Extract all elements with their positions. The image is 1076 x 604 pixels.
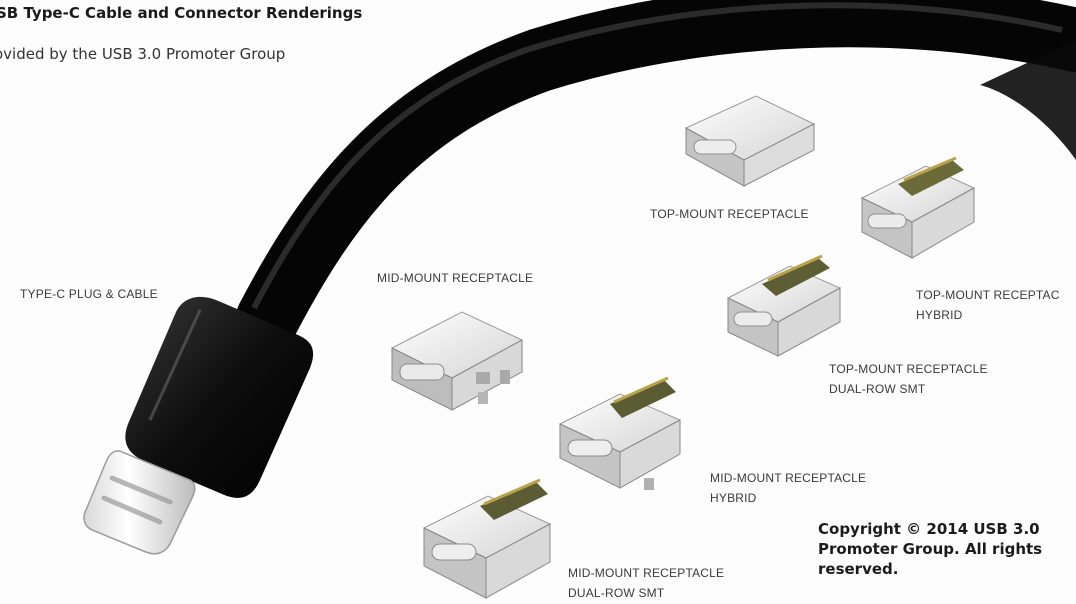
copyright-line1: Copyright © 2014 USB 3.0 xyxy=(818,520,1040,538)
copyright-notice: Copyright © 2014 USB 3.0 Promoter Group.… xyxy=(818,519,1042,579)
mid-mount-receptacle-hybrid xyxy=(558,376,682,490)
label-mid-mount-hybrid-line2: HYBRID xyxy=(710,491,757,505)
mid-mount-receptacle-dual-row xyxy=(422,478,552,599)
label-top-mount-hybrid-line1: TOP-MOUNT RECEPTAC xyxy=(916,288,1060,302)
top-mount-receptacle-hybrid xyxy=(860,156,976,259)
page-title: SB Type-C Cable and Connector Renderings xyxy=(0,4,363,22)
label-mid-mount: MID-MOUNT RECEPTACLE xyxy=(377,271,534,285)
type-c-cable xyxy=(236,0,1076,350)
page-subtitle: ovided by the USB 3.0 Promoter Group xyxy=(0,45,286,63)
top-mount-receptacle xyxy=(684,95,816,187)
label-mid-mount-hybrid: MID-MOUNT RECEPTACLE HYBRID xyxy=(710,468,866,508)
label-mid-mount-hybrid-line1: MID-MOUNT RECEPTACLE xyxy=(710,471,867,485)
label-top-mount: TOP-MOUNT RECEPTACLE xyxy=(650,207,809,221)
label-mid-mount-dual-row: MID-MOUNT RECEPTACLE DUAL-ROW SMT xyxy=(568,563,724,603)
label-top-mount-dual-row-line1: TOP-MOUNT RECEPTACLE xyxy=(829,362,988,376)
label-top-mount-hybrid-line2: HYBRID xyxy=(916,308,963,322)
label-mid-mount-dual-row-line2: DUAL-ROW SMT xyxy=(568,586,665,600)
copyright-line3: reserved. xyxy=(818,560,899,578)
type-c-plug xyxy=(83,296,314,555)
label-top-mount-dual-row-line2: DUAL-ROW SMT xyxy=(829,382,926,396)
label-plug-cable: TYPE-C PLUG & CABLE xyxy=(20,287,158,301)
top-mount-receptacle-dual-row xyxy=(726,254,842,357)
label-top-mount-hybrid: TOP-MOUNT RECEPTAC HYBRID xyxy=(916,285,1060,325)
copyright-line2: Promoter Group. All rights xyxy=(818,540,1043,558)
label-mid-mount-dual-row-line1: MID-MOUNT RECEPTACLE xyxy=(568,566,725,580)
label-top-mount-dual-row: TOP-MOUNT RECEPTACLE DUAL-ROW SMT xyxy=(829,359,988,399)
mid-mount-receptacle xyxy=(390,311,524,411)
